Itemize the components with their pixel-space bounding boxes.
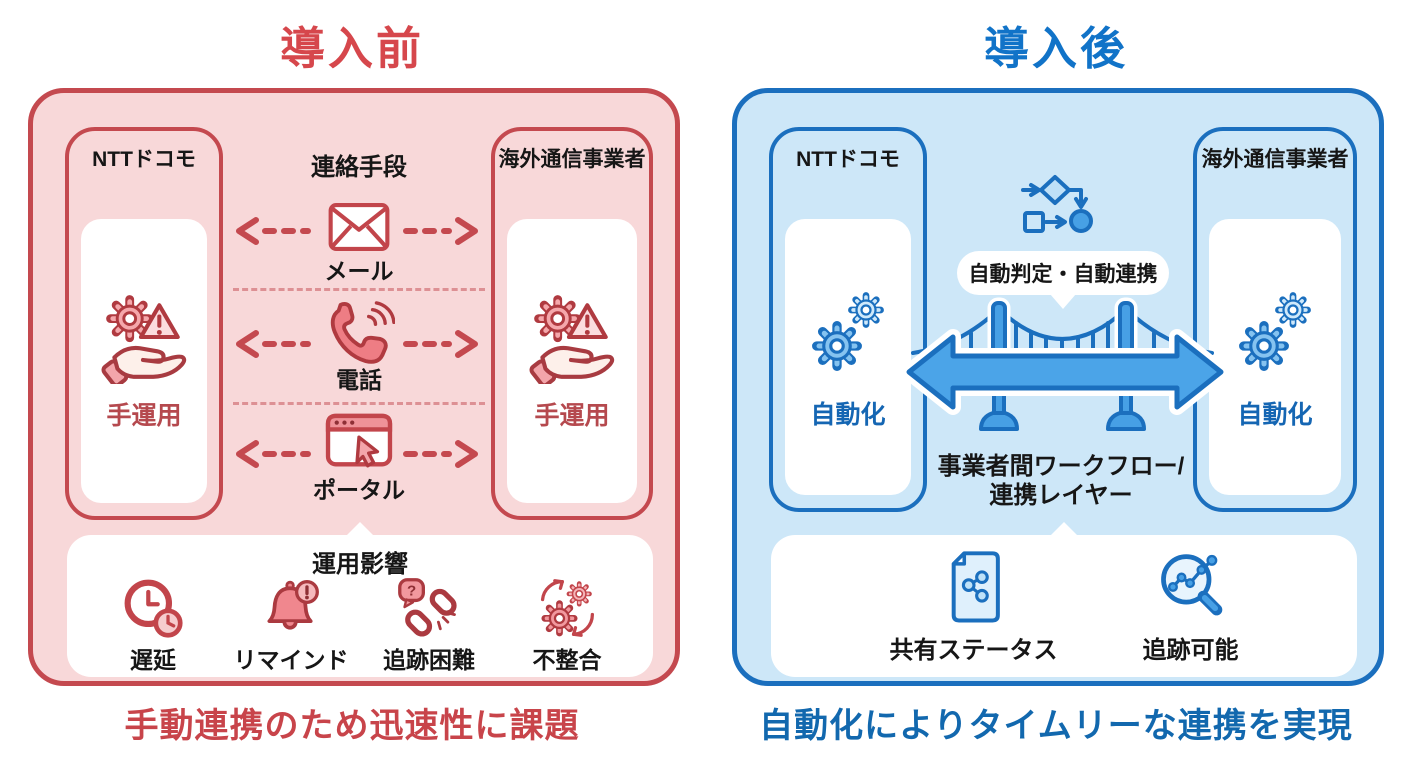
automation-gears-icon bbox=[816, 295, 881, 367]
impact-item-mismatch: 不整合 bbox=[511, 577, 623, 675]
workflow-layer-line1: 事業者間ワークフロー/ bbox=[937, 453, 1185, 480]
dashed-arrow-right-icon bbox=[406, 220, 475, 242]
benefit-label: 共有ステータス bbox=[889, 636, 1058, 664]
shared-status-doc-icon bbox=[951, 550, 1000, 622]
impact-label: 遅延 bbox=[130, 647, 176, 673]
dashed-arrow-right-icon bbox=[406, 333, 475, 355]
workflow-flowchart-icon bbox=[1021, 175, 1093, 233]
manual-hand-gear-icon bbox=[98, 290, 190, 384]
benefit-label: 追跡可能 bbox=[1142, 636, 1239, 664]
impact-item-hard-to-track: ? 追跡困難 bbox=[373, 577, 485, 675]
before-overseas-status: 手運用 bbox=[534, 402, 610, 430]
clock-delay-icon bbox=[124, 579, 183, 638]
benefits-box: 共有ステータス 追跡可能 bbox=[771, 535, 1357, 677]
bridge-link-icon bbox=[905, 297, 1225, 431]
after-caption: 自動化によりタイムリーな連携を実現 bbox=[759, 707, 1353, 745]
channel-portal-label: ポータル bbox=[313, 477, 405, 503]
before-panel: NTTドコモ 手運用 海外通信事業者 手運用 連絡手段 メール bbox=[28, 88, 680, 686]
before-docomo-name: NTTドコモ bbox=[92, 148, 196, 171]
dashed-arrow-left-icon bbox=[239, 333, 308, 355]
after-overseas-card: 自動化 bbox=[1209, 219, 1341, 495]
automation-gears-icon bbox=[1243, 295, 1308, 367]
after-docomo-card: 自動化 bbox=[785, 219, 911, 495]
after-overseas-box: 海外通信事業者 自動化 bbox=[1193, 127, 1357, 512]
phone-icon bbox=[330, 301, 395, 364]
bell-reminder-icon bbox=[267, 580, 319, 630]
channel-mail-label: メール bbox=[324, 258, 394, 284]
broken-link-icon: ? bbox=[398, 578, 457, 637]
auto-judge-label: 自動判定・自動連携 bbox=[968, 263, 1158, 286]
manual-hand-gear-icon bbox=[526, 290, 618, 384]
impact-header: 運用影響 bbox=[312, 551, 408, 578]
impact-label: リマインド bbox=[233, 647, 349, 673]
impact-item-delay: 遅延 bbox=[97, 577, 209, 675]
workflow-layer-line2: 連携レイヤー bbox=[989, 481, 1133, 509]
after-docomo-box: NTTドコモ 自動化 bbox=[769, 127, 927, 512]
impact-label: 追跡困難 bbox=[383, 647, 475, 673]
row-divider bbox=[233, 402, 485, 405]
workflow-layer-label: 事業者間ワークフロー/ 連携レイヤー bbox=[921, 453, 1201, 511]
before-overseas-name: 海外通信事業者 bbox=[498, 148, 646, 171]
after-docomo-status: 自動化 bbox=[810, 401, 886, 429]
benefit-item-shared-status: 共有ステータス bbox=[890, 548, 1058, 665]
before-docomo-box: NTTドコモ 手運用 bbox=[65, 127, 223, 520]
before-docomo-card: 手運用 bbox=[81, 219, 207, 503]
before-title: 導入前 bbox=[279, 23, 424, 74]
impact-label: 不整合 bbox=[532, 647, 602, 673]
channels-header: 連絡手段 bbox=[311, 154, 407, 181]
row-divider bbox=[233, 288, 485, 291]
benefit-items: 共有ステータス 追跡可能 bbox=[771, 535, 1357, 677]
channel-phone-label: 電話 bbox=[336, 367, 382, 393]
before-overseas-card: 手運用 bbox=[507, 219, 637, 503]
mail-icon bbox=[328, 203, 390, 251]
before-docomo-status: 手運用 bbox=[106, 402, 182, 430]
before-overseas-box: 海外通信事業者 手運用 bbox=[491, 127, 653, 520]
after-overseas-status: 自動化 bbox=[1237, 401, 1313, 429]
before-caption: 手動連携のため迅速性に課題 bbox=[124, 707, 580, 745]
svg-text:?: ? bbox=[407, 583, 416, 600]
benefit-item-traceable: 追跡可能 bbox=[1143, 548, 1239, 665]
portal-icon bbox=[325, 413, 393, 468]
gears-mismatch-icon bbox=[540, 579, 595, 637]
dashed-arrow-left-icon bbox=[239, 443, 308, 465]
impact-box: 運用影響 遅延 bbox=[67, 535, 653, 677]
impact-item-reminder: リマインド bbox=[233, 577, 349, 675]
after-panel: NTTドコモ 自動化 海外通信事業者 自動化 bbox=[732, 88, 1384, 686]
after-docomo-name: NTTドコモ bbox=[796, 148, 900, 171]
traceable-search-icon bbox=[1160, 553, 1222, 615]
impact-items: 遅延 リマインド bbox=[67, 577, 653, 675]
after-title: 導入後 bbox=[983, 23, 1128, 74]
after-overseas-name: 海外通信事業者 bbox=[1201, 148, 1349, 171]
dashed-arrow-left-icon bbox=[239, 220, 308, 242]
auto-judge-bubble: 自動判定・自動連携 bbox=[957, 251, 1169, 295]
dashed-arrow-right-icon bbox=[406, 443, 475, 465]
